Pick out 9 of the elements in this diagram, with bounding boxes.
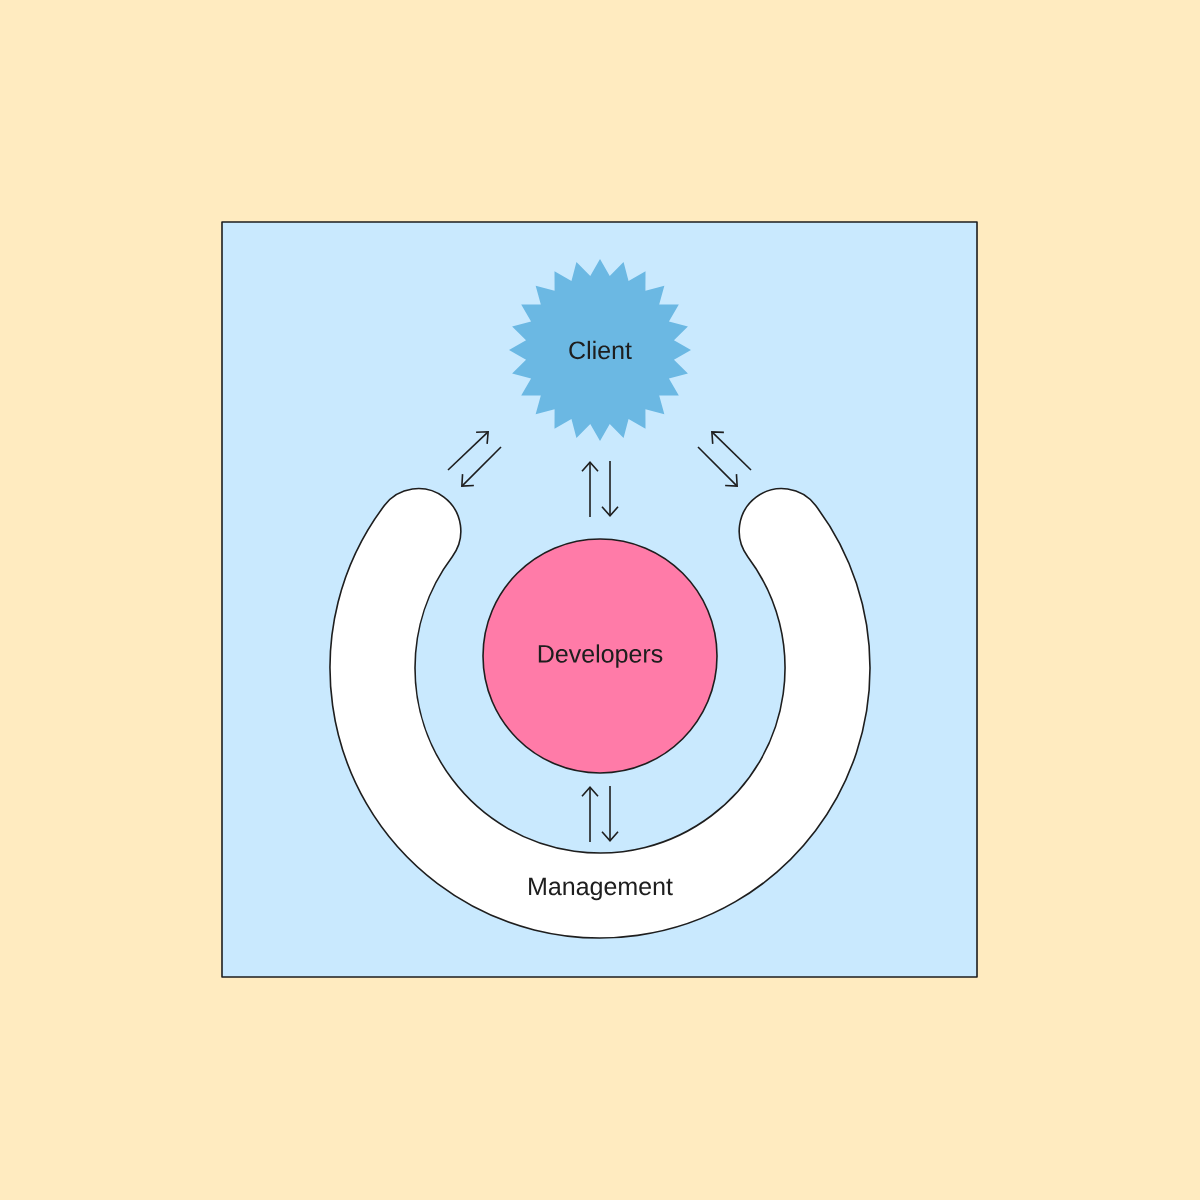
starburst: Client	[509, 259, 691, 441]
arrow	[461, 446, 502, 487]
arrow	[581, 786, 599, 843]
arrow	[601, 785, 619, 842]
arrow	[581, 461, 599, 518]
arrow	[601, 460, 619, 517]
arrow	[711, 431, 752, 471]
arrow	[447, 431, 489, 471]
arrow	[697, 446, 738, 487]
